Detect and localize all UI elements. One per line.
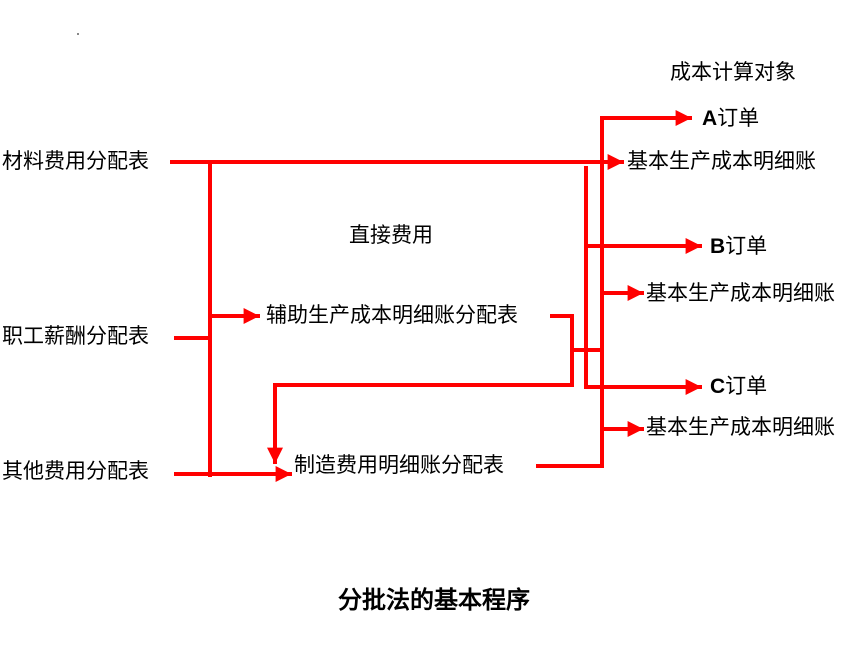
materials-allocation-label: 材料费用分配表 xyxy=(2,149,149,173)
ledger-c-label: 基本生产成本明细账 xyxy=(646,415,835,439)
diagram-title: 分批法的基本程序 xyxy=(338,586,530,614)
manufacturing-table-label: 制造费用明细账分配表 xyxy=(294,453,504,477)
order-suffix: 订单 xyxy=(725,234,768,258)
ledger-a-label: 基本生产成本明细账 xyxy=(627,149,816,173)
wages-allocation-label: 职工薪酬分配表 xyxy=(2,324,149,348)
order-suffix: 订单 xyxy=(725,374,768,398)
order-letter: A xyxy=(702,107,718,130)
direct-costs-label: 直接费用 xyxy=(349,223,433,247)
order-c-label: C订单 xyxy=(710,374,768,398)
order-letter: C xyxy=(710,375,726,398)
order-b-label: B订单 xyxy=(710,234,768,258)
stray-dot xyxy=(77,33,79,35)
order-a-label: A订单 xyxy=(702,106,760,130)
order-letter: B xyxy=(710,235,726,258)
other-allocation-label: 其他费用分配表 xyxy=(2,459,149,483)
order-suffix: 订单 xyxy=(717,106,760,130)
auxiliary-table-label: 辅助生产成本明细账分配表 xyxy=(266,303,518,327)
cost-object-title: 成本计算对象 xyxy=(670,60,796,84)
ledger-b-label: 基本生产成本明细账 xyxy=(646,281,835,305)
